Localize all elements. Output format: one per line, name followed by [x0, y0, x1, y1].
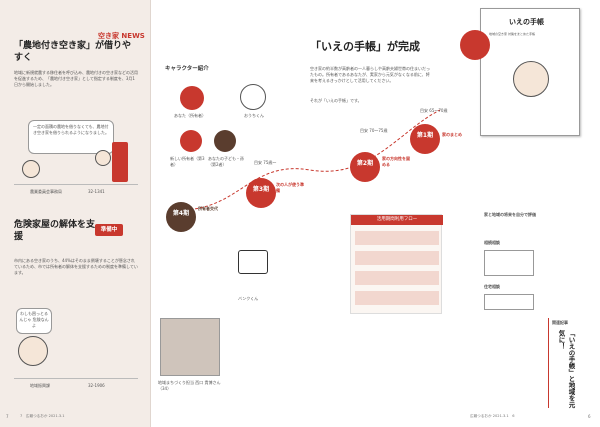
new-owner-avatar: [180, 130, 202, 152]
lady-character: [95, 150, 111, 166]
stage-4-circle: 第4期: [166, 202, 196, 232]
stage-3-num: 第3期: [252, 186, 270, 193]
handbook-title: 「いえの手帳」が完成: [310, 40, 420, 53]
home-thumbnail: [484, 294, 534, 310]
flow-row: [355, 231, 439, 245]
stage-1-circle: 第1期: [410, 124, 440, 154]
interview-photo: [160, 318, 220, 376]
house-label: おうちくん: [244, 113, 264, 118]
bank-label: バンクくん: [238, 296, 259, 301]
article2-contact: 地域振興課: [30, 383, 50, 388]
owner-label: あなた（所有者）: [174, 113, 206, 118]
separator: [14, 378, 138, 379]
stage-2-circle: 第2期: [350, 152, 380, 182]
stage-2-age: 目安 70〜75歳: [360, 128, 388, 133]
legend-home: 住宅相談: [484, 284, 500, 289]
article2-badge: 準備中: [95, 224, 123, 236]
stage-1-age: 目安 65〜70歳: [420, 108, 448, 113]
interview-title: 「いえの手帳」と地域を元気に！: [557, 330, 575, 408]
stage-3-circle: 第3期: [246, 178, 276, 208]
stage-2-num: 第2期: [356, 160, 374, 167]
article2-body: 市内にある空き家のうち、44%はそのまま倒壊することが懸念されているため、市では…: [14, 258, 138, 275]
cover-character: [513, 61, 549, 97]
caption-right: 家と地域の将来を自分で評価: [484, 212, 536, 217]
article1-bubble: 一定の面積の農地を借りなくても、農地付き空き家を借りられるようになりました。: [28, 120, 114, 154]
stage-1-name: 家のまとめ: [442, 132, 462, 137]
cover-badge-circle: [460, 30, 490, 60]
vertical-red-banner: [112, 142, 128, 182]
handbook-intro: 空き家の約半数が高齢者の一人暮らしや高齢夫婦世帯の住まいだったもの。所有者である…: [310, 66, 430, 83]
flow-row: [355, 271, 439, 285]
article1-contact: 農業委員会事務局: [30, 189, 62, 194]
interview-divider: [548, 318, 549, 408]
flow-table: 活用期間利用フロー: [350, 214, 443, 314]
footer-left-page-number: 7: [6, 414, 9, 419]
flow-row: [355, 291, 439, 305]
article1-phone: 32-1341: [88, 189, 105, 194]
bank-character: [238, 250, 268, 274]
legend-chart: 相続相談: [484, 240, 500, 245]
chart-thumbnail: [484, 250, 534, 276]
elder-character: [18, 336, 48, 366]
stage-1-num: 第1期: [416, 132, 434, 139]
characters-heading: キャラクター紹介: [165, 66, 209, 72]
stage-4-name: 所有者交代: [198, 206, 218, 211]
stage-3-name: 次の人が使う準備: [276, 182, 304, 193]
cover-subtitle: 地域の空き家 対策をまとめた手帳: [489, 32, 535, 36]
interview-body: [232, 320, 532, 410]
article2-phone: 32-1906: [88, 383, 105, 388]
owner-avatar: [180, 86, 204, 110]
handbook-intro-end: それが「いえの手帳」です。: [310, 98, 362, 103]
stage-2-name: 家の方向性を固める: [382, 156, 410, 167]
left-page: [0, 0, 150, 427]
separator: [14, 184, 138, 185]
article1-body: 地域に新規就農する移住者を呼び込み、農地付きの空き家などの活用を促進するため、「…: [14, 70, 138, 87]
page-divider: [150, 0, 151, 427]
new-owner-label: 新しい所有者（第3者）: [170, 156, 205, 167]
footer-right: 広報つるおか 2021.3.1 6: [470, 414, 515, 418]
interview-heading: 関連記事: [552, 320, 568, 325]
stage-4-num: 第4期: [172, 210, 190, 217]
flow-row: [355, 251, 439, 265]
footer-right-page-number: 6: [588, 414, 591, 419]
stage-path: [179, 109, 441, 211]
footer-left: 7 広報つるおか 2021.3.1: [20, 414, 65, 418]
handbook-cover: いえの手帳 地域の空き家 対策をまとめた手帳: [480, 8, 580, 136]
stage-3-age: 目安 75歳〜: [254, 160, 277, 165]
article1-title: 「農地付き空き家」が借りやすく: [14, 41, 132, 63]
article2-title: 危険家屋の解体を支援: [14, 220, 96, 242]
house-character: [240, 84, 266, 110]
farmer-character: [22, 160, 40, 178]
article2-bubble: わしも困っとるんじゃ 危険なんよ: [16, 308, 52, 334]
cover-title: いえの手帳: [509, 18, 544, 26]
news-label: 空き家 NEWS: [98, 32, 145, 40]
child-avatar: [214, 130, 236, 152]
child-label: あなたの子ども・孫（第2者）: [208, 156, 244, 167]
interview-person: 地域まちづくり担当 西口 貴博さん（34）: [158, 380, 221, 391]
flow-title: 活用期間利用フロー: [351, 215, 443, 225]
